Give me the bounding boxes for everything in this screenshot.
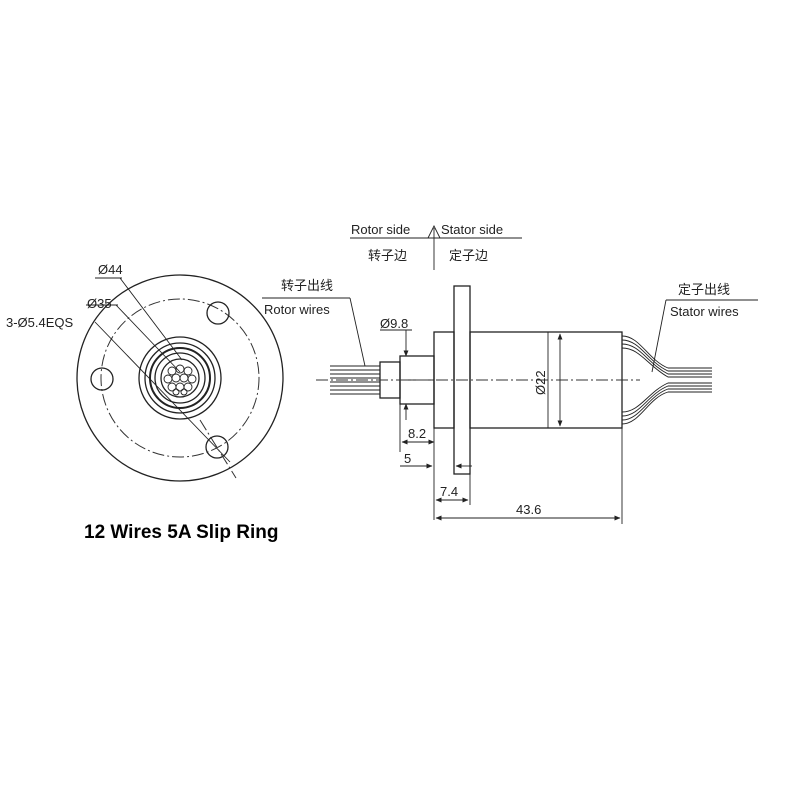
stator-side-label: Stator side (441, 222, 503, 237)
stator-side-cn-label: 定子边 (449, 249, 488, 264)
stator-wires-cn-label: 定子出线 (678, 283, 730, 298)
side-view: Rotor side Stator side 转子边 定子边 转子出线 Roto… (262, 222, 758, 524)
dim-5-label: 5 (404, 451, 411, 466)
body-circle-2 (144, 342, 216, 414)
dim-outer-label: Ø44 (98, 262, 123, 277)
dim-pcd-label: Ø35 (87, 296, 112, 311)
product-caption: 12 Wires 5A Slip Ring (84, 522, 279, 543)
rotor-side-cn-label: 转子边 (368, 249, 407, 264)
mounting-hole-left (90, 367, 114, 391)
dim-shaft-label: Ø9.8 (380, 316, 408, 331)
rotor-wires-label: Rotor wires (264, 302, 330, 317)
body-circle-outer (138, 336, 222, 420)
body-circle-3 (149, 347, 211, 409)
dim-holes-label: 3-Ø5.4EQS (6, 315, 74, 330)
wire-bundle (163, 364, 197, 396)
stator-wires-label: Stator wires (670, 304, 739, 319)
body-circle-5 (160, 358, 200, 398)
pitch-circle (100, 298, 260, 458)
dim-body-label: Ø22 (533, 370, 548, 395)
body-circle-4 (154, 352, 206, 404)
mounting-hole-top (206, 301, 230, 325)
rotor-wire-bundle (330, 365, 380, 395)
dim-8-2-label: 8.2 (408, 426, 426, 441)
front-view: Ø44 Ø35 3-Ø5.4EQS (6, 262, 284, 482)
flange-outline (76, 274, 284, 482)
stator-wire-bundle (621, 335, 712, 425)
rotor-wires-cn-label: 转子出线 (281, 279, 333, 294)
mounting-hole-bottom (205, 435, 229, 459)
dim-7-4-label: 7.4 (440, 484, 458, 499)
dim-43-6-label: 43.6 (516, 502, 541, 517)
rotor-side-label: Rotor side (351, 222, 410, 237)
